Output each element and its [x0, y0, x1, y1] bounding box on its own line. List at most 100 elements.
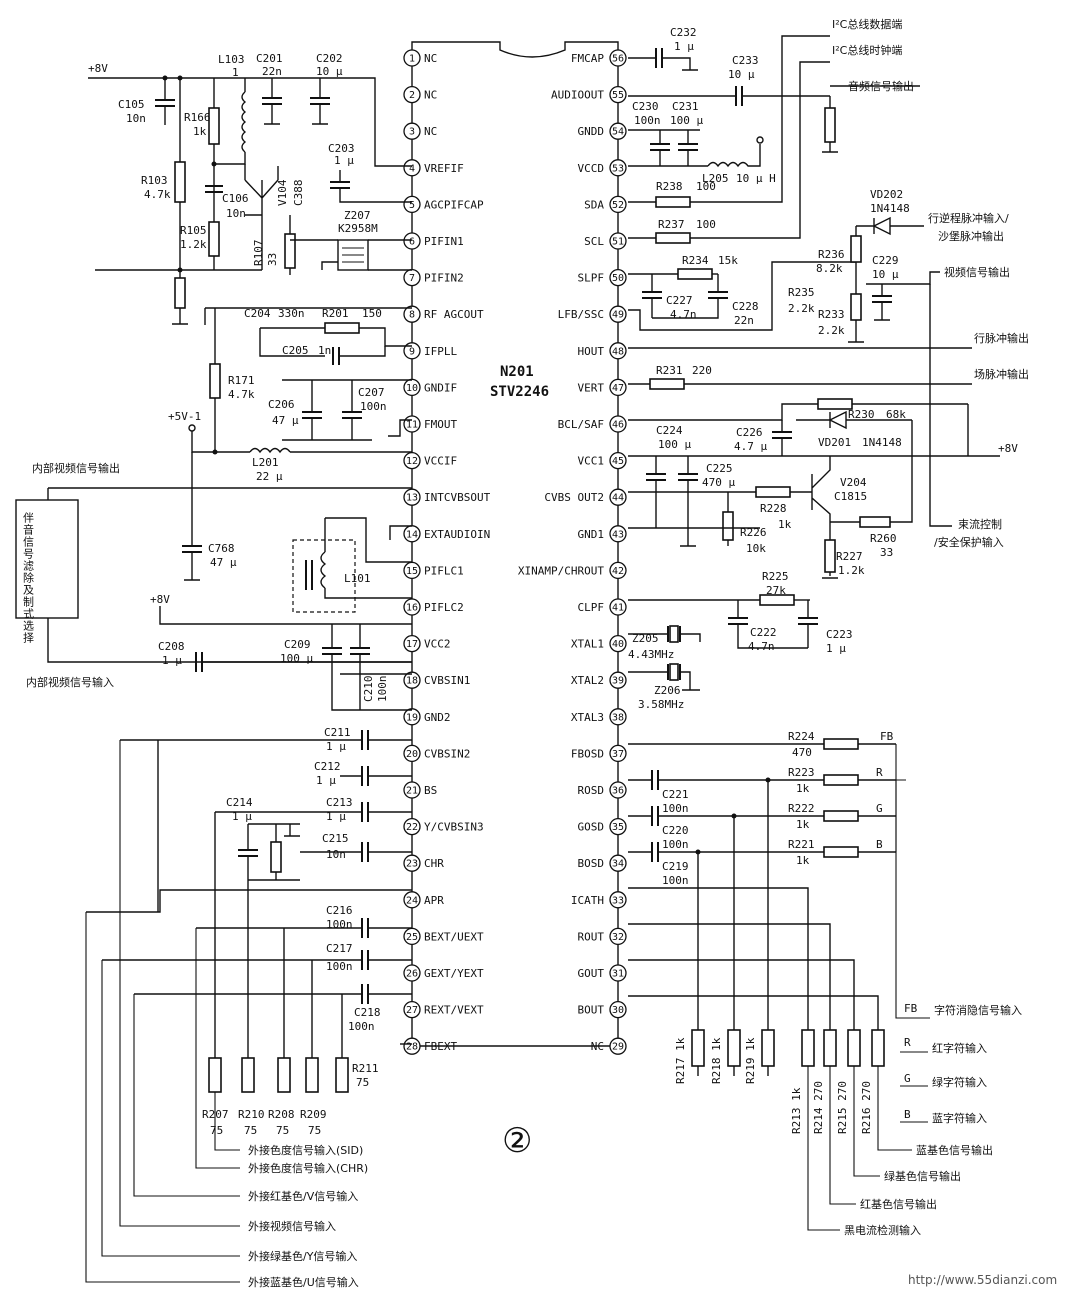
- r221-label: R221: [788, 838, 815, 851]
- pin-51-number: 51: [612, 237, 624, 248]
- pin-6-marker: [403, 232, 421, 250]
- c225-label: C225: [706, 462, 733, 475]
- pin-34-marker: [609, 854, 627, 872]
- pin-28-number: 28: [406, 1042, 418, 1053]
- v204-label: V204: [840, 476, 867, 489]
- internal-video-out-label: 内部视频信号输出: [32, 461, 120, 475]
- c214-label: C214: [226, 796, 253, 809]
- pin-20-label: CVBSIN2: [424, 747, 470, 760]
- r226-value: 10k: [746, 542, 766, 555]
- pin-13-number: 13: [406, 493, 418, 504]
- ext-green-label: 外接绿基色/Y信号输入: [248, 1249, 357, 1263]
- right-pin-group: 56FMCAP55AUDIOOUT54GNDD53VCCD52SDA51SCL5…: [518, 49, 627, 1055]
- r223-label: R223: [788, 766, 815, 779]
- r103-label: R103: [141, 174, 168, 187]
- r107-value: 33: [266, 253, 279, 266]
- pin-8-label: RF AGCOUT: [424, 308, 484, 321]
- r105-label: R105: [180, 224, 207, 237]
- g-in-label: 绿字符输入: [932, 1075, 987, 1089]
- ext-sid-label: 外接色度信号输入(SID): [248, 1143, 363, 1157]
- c218-label: C218: [354, 1006, 381, 1019]
- sandcastle-out-label: 沙堡脉冲输出: [938, 229, 1004, 243]
- c216-label: C216: [326, 904, 353, 917]
- pin-47-label: VERT: [578, 381, 605, 394]
- r223-value: 1k: [796, 782, 810, 795]
- c204-label: C204: [244, 307, 271, 320]
- c225-value: 470 μ: [702, 476, 735, 489]
- r217-label: R217 1k: [674, 1037, 687, 1084]
- r234-label: R234: [682, 254, 709, 267]
- pin-5-marker: [403, 195, 421, 214]
- c226-value: 4.7 μ: [734, 440, 767, 453]
- c768-label: C768: [208, 542, 235, 555]
- pin-10-label: GNDIF: [424, 381, 457, 394]
- ext-blue-label: 外接蓝基色/U信号输入: [248, 1275, 359, 1289]
- video-out-label: 视频信号输出: [944, 265, 1010, 279]
- pin-17-marker: [403, 634, 421, 653]
- pin-11-label: FMOUT: [424, 418, 457, 431]
- c212-label: C212: [314, 760, 341, 773]
- pin-35-marker: [609, 817, 627, 836]
- pin-40-marker: [609, 634, 627, 653]
- pin-55-label: AUDIOOUT: [551, 89, 604, 102]
- fb-in-label: 字符消隐信号输入: [934, 1003, 1022, 1017]
- c218-value: 100n: [348, 1020, 375, 1033]
- r166-label: R166: [184, 111, 211, 124]
- c213-label: C213: [326, 796, 353, 809]
- red-out-label: 红基色信号输出: [860, 1197, 937, 1211]
- l205-value: 10 μ H: [736, 172, 776, 185]
- c202-label: C202: [316, 52, 343, 65]
- plus8v-mid-label: +8V: [150, 593, 170, 606]
- pin-48-number: 48: [612, 346, 624, 357]
- pin-53-label: VCCD: [578, 162, 605, 175]
- r224-value: 470: [792, 746, 812, 759]
- v104-label: V104: [276, 179, 289, 206]
- r221-value: 1k: [796, 854, 810, 867]
- c216-value: 100n: [326, 918, 353, 931]
- pin-41-label: CLPF: [578, 601, 605, 614]
- pin-8-marker: [403, 305, 421, 323]
- c215-value: 10n: [326, 848, 346, 861]
- c204-value: 330n: [278, 307, 305, 320]
- vd202-value: 1N4148: [870, 202, 910, 215]
- c224-label: C224: [656, 424, 683, 437]
- pin-6-number: 6: [409, 237, 415, 248]
- c222-value: 4.7n: [748, 640, 775, 653]
- r107-label: R107: [252, 240, 265, 267]
- c207-label: C207: [358, 386, 385, 399]
- pin-56-number: 56: [612, 54, 624, 65]
- pin-46-number: 46: [612, 420, 624, 431]
- l101-shield: [292, 539, 356, 613]
- pin-31-number: 31: [612, 969, 624, 980]
- v204-value: C1815: [834, 490, 867, 503]
- l103-label: L103: [218, 53, 245, 66]
- pin-44-number: 44: [612, 493, 624, 504]
- figure-number: ②: [502, 1121, 532, 1161]
- pin-41-number: 41: [612, 603, 624, 614]
- c233-value: 10 μ: [728, 68, 755, 81]
- z206-value: 3.58MHz: [638, 698, 684, 711]
- c203-label: C203: [328, 142, 355, 155]
- pin-30-label: BOUT: [578, 1004, 605, 1017]
- r230-label: R230: [848, 408, 875, 421]
- c220-value: 100n: [662, 838, 689, 851]
- pin-32-number: 32: [612, 932, 624, 943]
- r171-label: R171: [228, 374, 255, 387]
- pin-48-marker: [609, 342, 627, 360]
- g-tag: G: [904, 1072, 911, 1085]
- pin-13-label: INTCVBSOUT: [424, 491, 491, 504]
- safety-in-label: /安全保护输入: [934, 535, 1004, 549]
- l101-label: L101: [344, 572, 371, 585]
- right-bottom-circuit: R224 470 FB C221 100n R223 1k R C220 100…: [628, 730, 1022, 1237]
- r209-value: 75: [308, 1124, 321, 1137]
- pin-35-number: 35: [612, 822, 624, 833]
- vpulse-out-label: 场脉冲输出: [974, 367, 1029, 381]
- right-top-circuit: C232 1 μ C233 10 μ 音频信号输出 C230 100n C231…: [628, 17, 1029, 711]
- pin-36-number: 36: [612, 786, 624, 797]
- r213-label: R213 1k: [790, 1087, 803, 1134]
- pin-52-label: SDA: [584, 198, 604, 211]
- flyback-in-label: 行逆程脉冲输入/: [928, 211, 1009, 225]
- pin-42-label: XINAMP/CHROUT: [518, 564, 604, 577]
- pin-45-label: VCC1: [578, 455, 605, 468]
- pin-34-label: BOSD: [578, 857, 605, 870]
